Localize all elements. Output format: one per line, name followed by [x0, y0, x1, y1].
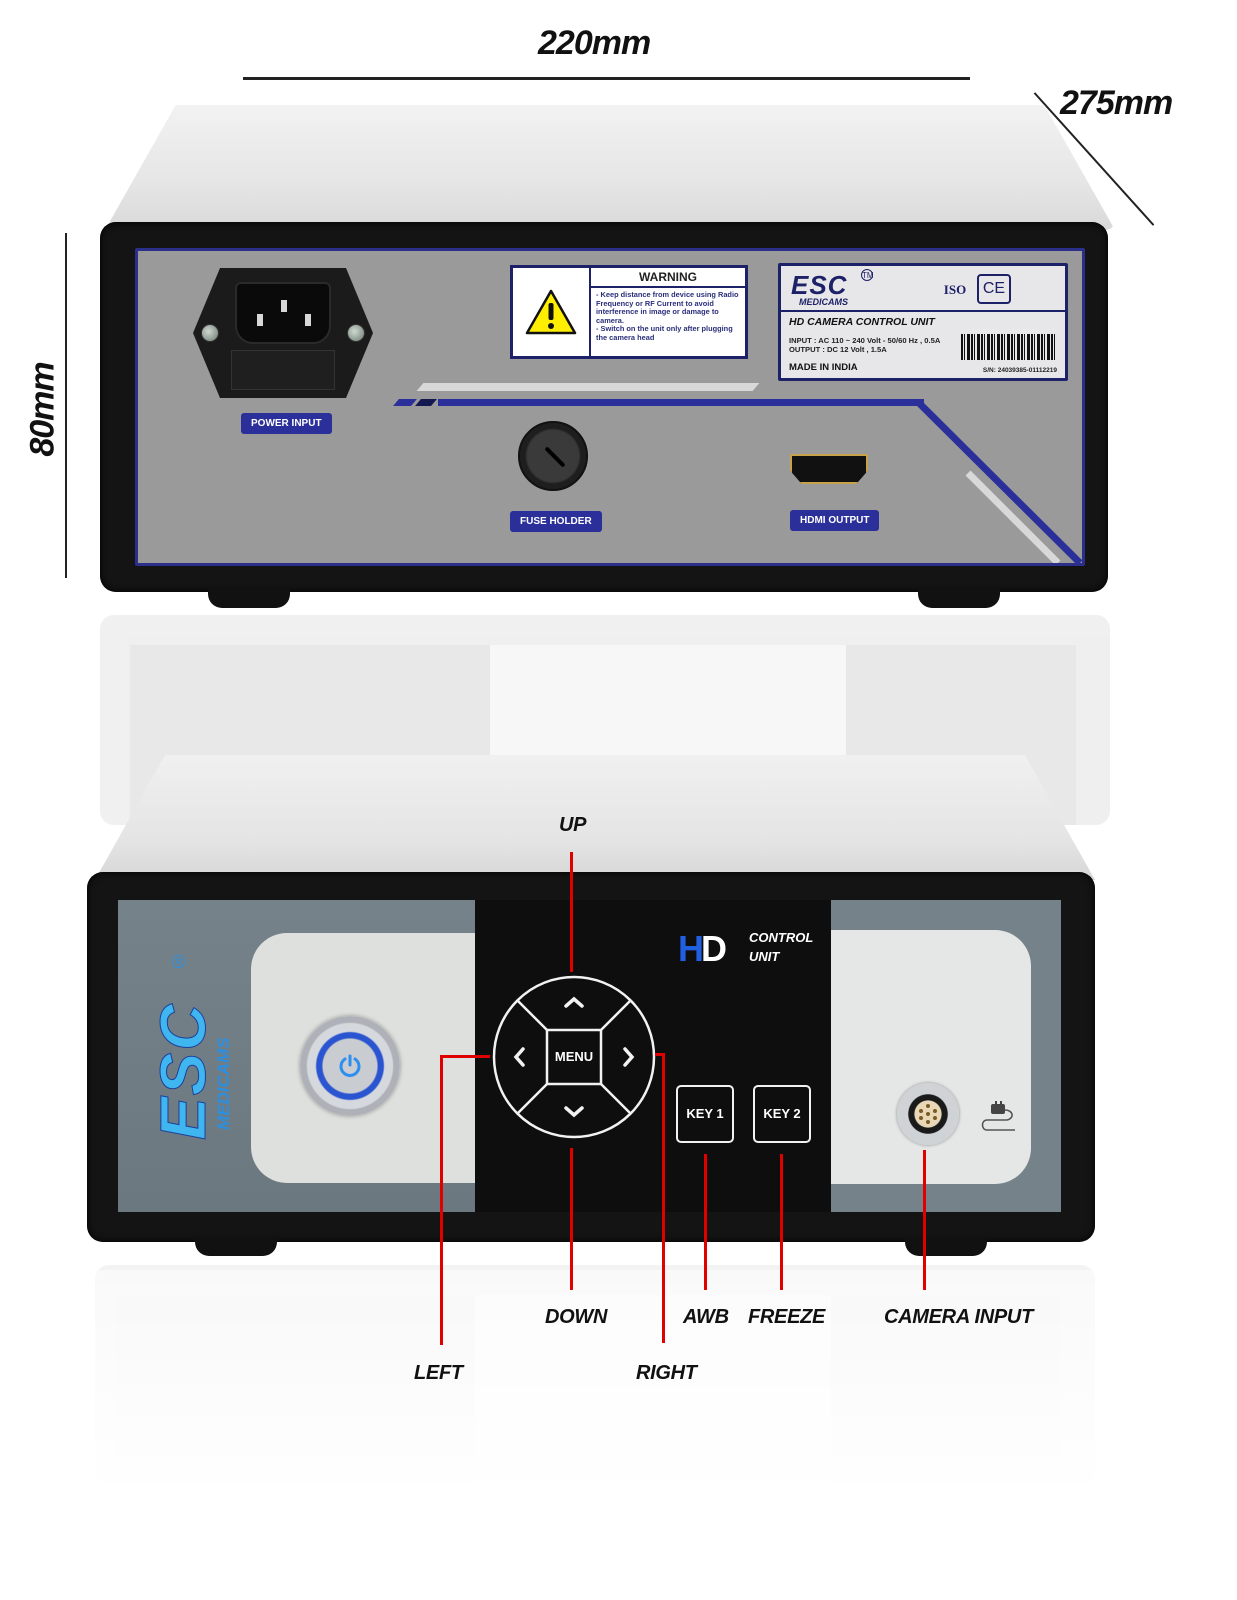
rear-foot-left — [208, 588, 290, 608]
front-right-card — [831, 930, 1031, 1184]
screw-icon — [201, 324, 219, 342]
front-left-section: R ESC MEDICAMS — [118, 900, 491, 1212]
power-socket[interactable] — [235, 282, 331, 344]
dpad-right-button[interactable] — [603, 1018, 653, 1098]
power-button[interactable] — [300, 1016, 400, 1116]
fuse-drawer[interactable] — [231, 350, 335, 390]
front-unit-lid — [95, 755, 1095, 880]
iso-cert-icon: ISO — [943, 282, 967, 297]
key1-button[interactable]: KEY 1 — [676, 1085, 734, 1143]
dpad-left-button[interactable] — [495, 1018, 545, 1098]
callout-line-right-v — [662, 1053, 665, 1343]
reflection — [95, 1265, 1095, 1485]
height-dimension-line — [65, 233, 67, 578]
front-right-section — [831, 900, 1061, 1212]
callout-line-right-h — [655, 1053, 665, 1056]
callout-line-camera-input — [923, 1150, 926, 1290]
hd-logo: HD — [678, 928, 727, 969]
brand-logo: ESC — [791, 270, 848, 300]
callout-line-freeze — [780, 1154, 783, 1290]
callout-up: UP — [559, 814, 587, 836]
callout-awb: AWB — [683, 1306, 729, 1328]
rear-panel: POWER INPUT WARNING - Keep distance from… — [135, 248, 1085, 566]
brand-subtitle: MEDICAMS — [799, 297, 848, 307]
fuse-holder-icon[interactable] — [518, 421, 588, 491]
screw-icon — [347, 324, 365, 342]
camera-input-connector[interactable] — [897, 1083, 959, 1145]
warning-triangle-icon — [525, 289, 577, 335]
callout-camera-input: CAMERA INPUT — [884, 1306, 1033, 1328]
depth-dimension-label: 275mm — [1060, 84, 1173, 122]
callout-freeze: FREEZE — [748, 1306, 826, 1328]
power-icon — [339, 1054, 361, 1077]
power-adapter-icon — [981, 1101, 1015, 1131]
warning-line: - Keep distance from device using Radio … — [596, 290, 739, 325]
width-dimension-line — [243, 77, 970, 80]
dpad-up-button[interactable] — [534, 978, 614, 1014]
callout-line-left-h — [440, 1055, 490, 1058]
callout-down: DOWN — [545, 1306, 608, 1328]
registered-mark: R — [172, 955, 185, 968]
power-input-label: POWER INPUT — [241, 413, 332, 434]
callout-line-left-v — [440, 1055, 443, 1345]
ce-mark-icon: CE — [977, 274, 1011, 304]
fuse-holder-label: FUSE HOLDER — [510, 511, 602, 532]
output-rating: OUTPUT : DC 12 Volt , 1.5A — [789, 345, 887, 355]
height-dimension-label: 80mm — [23, 362, 62, 457]
decor-stripe-blue — [438, 399, 924, 406]
input-rating: INPUT : AC 110 ~ 240 Volt - 50/60 Hz , 0… — [789, 336, 941, 345]
callout-line-awb — [704, 1154, 707, 1290]
origin-text: MADE IN INDIA — [789, 362, 858, 373]
spec-label: ESC TM MEDICAMS ISO CE HD CAMERA CONTROL… — [778, 263, 1068, 381]
hdmi-port-icon[interactable] — [790, 454, 868, 484]
control-section: HD CONTROL UNIT MENU KEY 1 KEY 2 — [475, 900, 831, 1212]
front-panel: R ESC MEDICAMS HD CONTROL UNIT — [118, 900, 1061, 1212]
decor-stripe-diagonal — [915, 399, 1082, 563]
brand-logo-vertical: ESC — [147, 1002, 220, 1141]
hdmi-output-label: HDMI OUTPUT — [790, 510, 880, 531]
key2-button[interactable]: KEY 2 — [753, 1085, 811, 1143]
callout-line-up — [570, 852, 573, 972]
rear-foot-right — [918, 588, 1000, 608]
dpad — [492, 975, 656, 1139]
dpad-down-button[interactable] — [534, 1100, 614, 1136]
iec-power-inlet-icon — [193, 268, 373, 398]
width-dimension-label: 220mm — [538, 24, 651, 62]
warning-title: WARNING — [591, 268, 745, 288]
brand-subtitle-vertical: MEDICAMS — [214, 1037, 233, 1130]
warning-sticker: WARNING - Keep distance from device usin… — [510, 265, 748, 359]
callout-left: LEFT — [414, 1362, 463, 1384]
product-name: HD CAMERA CONTROL UNIT — [789, 316, 935, 328]
front-foot-left — [195, 1238, 277, 1256]
menu-button[interactable]: MENU — [554, 1049, 594, 1064]
warning-line: - Switch on the unit only after plugging… — [596, 324, 733, 342]
rear-unit-lid — [105, 105, 1115, 230]
front-foot-right — [905, 1238, 987, 1256]
serial-number: S/N: 24039385-01112219 — [982, 367, 1057, 374]
hd-logo-text: CONTROL UNIT — [749, 930, 814, 964]
callout-right: RIGHT — [636, 1362, 697, 1384]
vertical-brand-logo: R ESC MEDICAMS — [146, 955, 256, 1180]
barcode-icon — [961, 334, 1057, 360]
callout-line-down — [570, 1148, 573, 1290]
trademark-mark: TM — [861, 269, 874, 281]
